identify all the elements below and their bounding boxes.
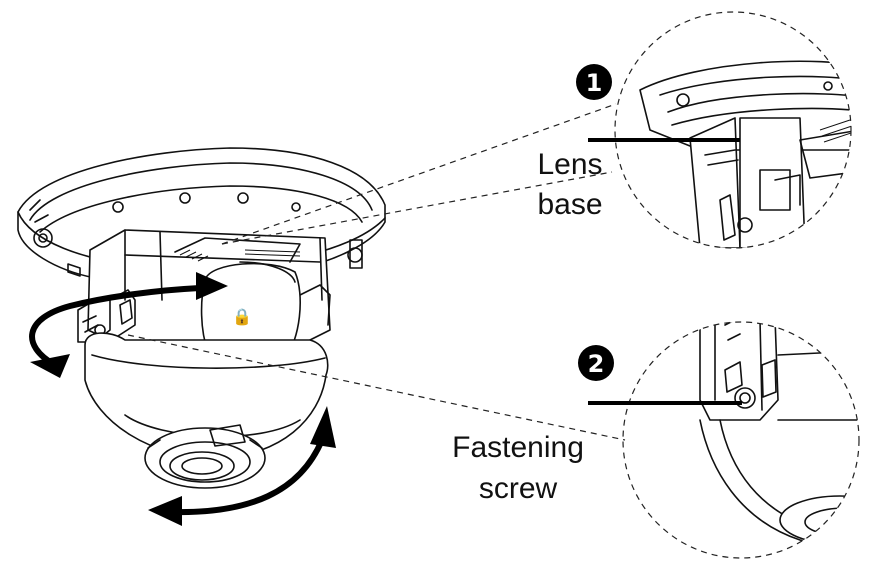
projection-lines (127, 103, 626, 441)
dome-camera: 🔒 (17, 147, 386, 526)
callout-1-label-line2: base (537, 188, 602, 221)
callout-2: 2 Fastening screw (452, 345, 614, 505)
callout-2-badge (578, 345, 614, 381)
detail-fastening-screw (588, 321, 860, 559)
callout-1: 1 Lens base (537, 64, 612, 221)
callout-1-label-line1: Lens (537, 148, 602, 181)
rotate-tilt-arrow-icon (148, 406, 336, 526)
svg-text:1: 1 (586, 69, 603, 97)
callout-1-badge (576, 64, 612, 100)
svg-text:2: 2 (588, 350, 605, 378)
callout-2-label-line2: screw (479, 472, 558, 505)
dome-housing (84, 332, 329, 489)
detail-lens-base (588, 11, 852, 249)
lock-icon: 🔒 (232, 307, 252, 326)
callout-2-label-line1: Fastening (452, 431, 584, 464)
rotate-horizontal-arrow-icon (29, 272, 228, 378)
